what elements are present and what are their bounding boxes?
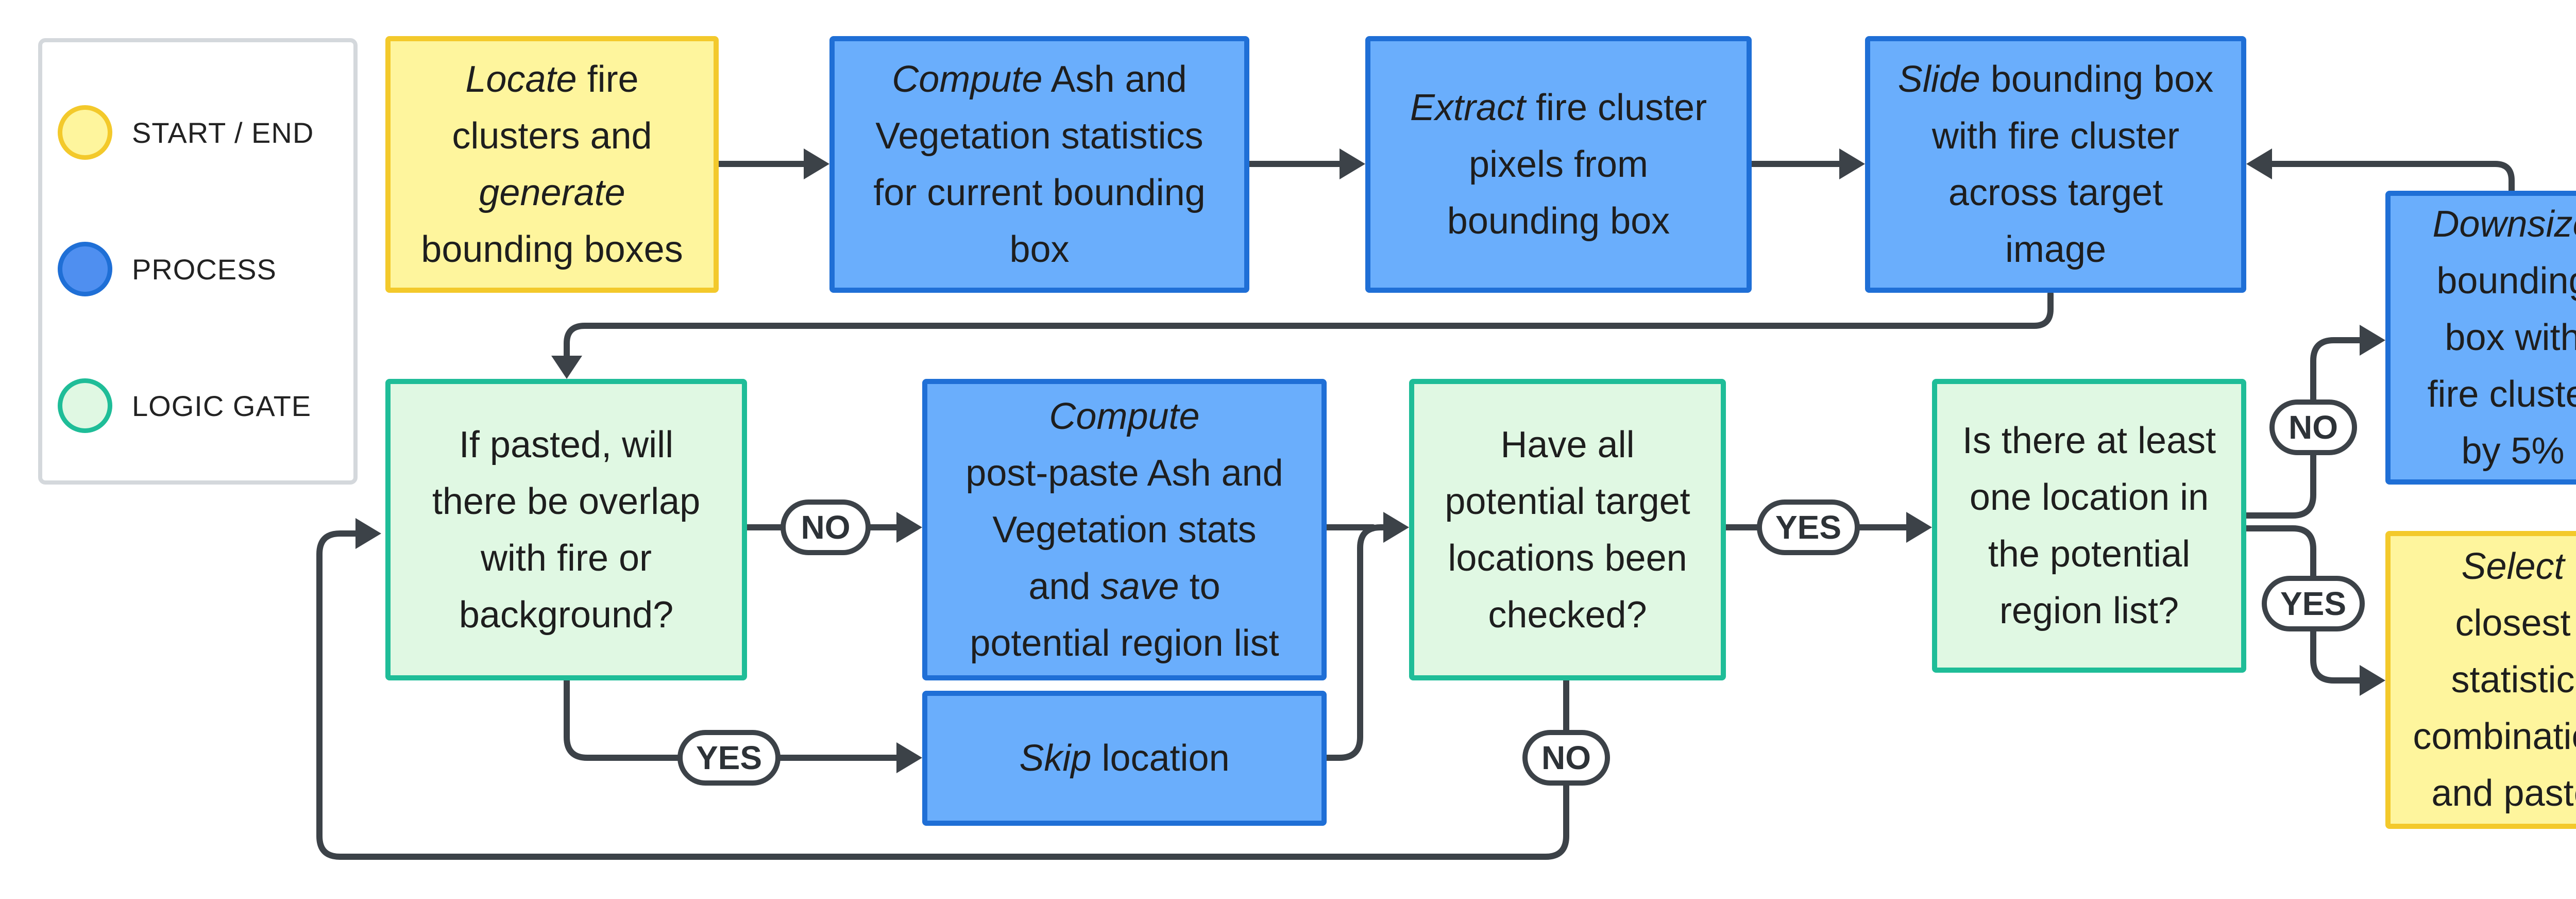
node-at-least-one: Is there at least one location in the po… bbox=[1932, 379, 2246, 673]
arrow-slide-to-overlap bbox=[564, 291, 2054, 359]
label-atleast-no: NO bbox=[2269, 399, 2357, 455]
arrowhead-select bbox=[2360, 665, 2385, 696]
node-locate-fire-clusters: Locate fire clusters and generate boundi… bbox=[385, 36, 719, 293]
legend-process: PROCESS bbox=[58, 236, 277, 303]
arrowhead-overlap-left bbox=[355, 518, 381, 549]
node-text: Is there at least one location in the po… bbox=[1962, 420, 2216, 631]
legend: START / END PROCESS LOGIC GATE bbox=[38, 38, 358, 485]
logic-gate-swatch-icon bbox=[58, 378, 112, 433]
node-text: closest statistic combination and paste bbox=[2413, 603, 2576, 814]
node-compute-post-paste: Compute post-paste Ash and Vegetation st… bbox=[922, 379, 1327, 680]
legend-start-end: START / END bbox=[58, 99, 314, 166]
node-text: bounding box with fire cluster by 5% bbox=[2427, 260, 2576, 472]
arrowhead-downsize bbox=[2360, 325, 2385, 356]
node-emphasis: Extract bbox=[1410, 87, 1526, 128]
label-atleast-yes: YES bbox=[2262, 576, 2365, 631]
node-emphasis: Skip bbox=[1019, 738, 1092, 779]
node-text: Ash and Vegetation statistics for curren… bbox=[873, 59, 1206, 270]
node-text: Have all potential target locations been… bbox=[1445, 424, 1690, 636]
node-text: bounding boxes bbox=[421, 229, 683, 270]
node-emphasis: generate bbox=[479, 172, 625, 213]
arrowhead-extract bbox=[1340, 148, 1365, 179]
label-checked-yes: YES bbox=[1757, 500, 1860, 555]
node-slide-bounding-box: Slide bounding box with fire cluster acr… bbox=[1865, 36, 2246, 293]
arrowhead-atleast bbox=[1906, 512, 1932, 543]
arrowhead-compute-post bbox=[896, 512, 922, 543]
node-emphasis: Downsize bbox=[2432, 204, 2576, 245]
node-all-checked: Have all potential target locations been… bbox=[1409, 379, 1726, 680]
node-emphasis: Compute bbox=[892, 59, 1043, 100]
label-overlap-yes: YES bbox=[677, 730, 781, 786]
arrowhead-skip bbox=[896, 742, 922, 773]
arrow-overlap-yes bbox=[564, 677, 900, 761]
legend-label: START / END bbox=[132, 116, 314, 149]
node-emphasis: save bbox=[1100, 565, 1179, 607]
arrowhead-overlap-top bbox=[551, 356, 582, 379]
node-downsize-bounding-box: Downsize bounding box with fire cluster … bbox=[2385, 191, 2576, 485]
node-extract-pixels: Extract fire cluster pixels from boundin… bbox=[1365, 36, 1752, 293]
arrow-downsize-to-slide bbox=[2269, 161, 2515, 194]
node-emphasis: Slide bbox=[1897, 59, 1980, 100]
node-text: post-paste Ash and Vegetation stats and bbox=[965, 452, 1283, 607]
node-overlap-check: If pasted, will there be overlap with fi… bbox=[385, 379, 747, 680]
legend-logic-gate: LOGIC GATE bbox=[58, 372, 311, 439]
node-skip-location: Skip location bbox=[922, 691, 1327, 826]
node-text: to potential region list bbox=[970, 565, 1279, 664]
node-text: fire cluster pixels from bounding box bbox=[1447, 87, 1707, 242]
legend-label: LOGIC GATE bbox=[132, 389, 312, 422]
node-select-and-paste: Select closest statistic combination and… bbox=[2385, 531, 2576, 829]
label-checked-no: NO bbox=[1522, 730, 1610, 786]
node-text: bounding box with fire cluster across ta… bbox=[1931, 59, 2214, 270]
start-end-swatch-icon bbox=[58, 105, 112, 160]
arrowhead-slide-feedback bbox=[2246, 148, 2272, 179]
arrow-skip-to-checked bbox=[1324, 524, 1389, 761]
node-emphasis: Locate bbox=[465, 59, 577, 100]
node-text: fire clusters and bbox=[452, 59, 652, 157]
legend-label: PROCESS bbox=[132, 253, 277, 286]
process-swatch-icon bbox=[58, 242, 112, 296]
arrowhead-compute bbox=[804, 148, 829, 179]
arrowhead-checked bbox=[1383, 512, 1409, 543]
node-text: location bbox=[1091, 738, 1230, 779]
label-overlap-no: NO bbox=[781, 500, 871, 555]
arrow-checked-no-loop bbox=[316, 530, 1569, 860]
node-compute-statistics: Compute Ash and Vegetation statistics fo… bbox=[829, 36, 1249, 293]
arrowhead-slide bbox=[1839, 148, 1865, 179]
node-text: If pasted, will there be overlap with fi… bbox=[432, 424, 701, 636]
node-emphasis: Select bbox=[2461, 546, 2565, 587]
node-emphasis: Compute bbox=[1049, 395, 1200, 437]
